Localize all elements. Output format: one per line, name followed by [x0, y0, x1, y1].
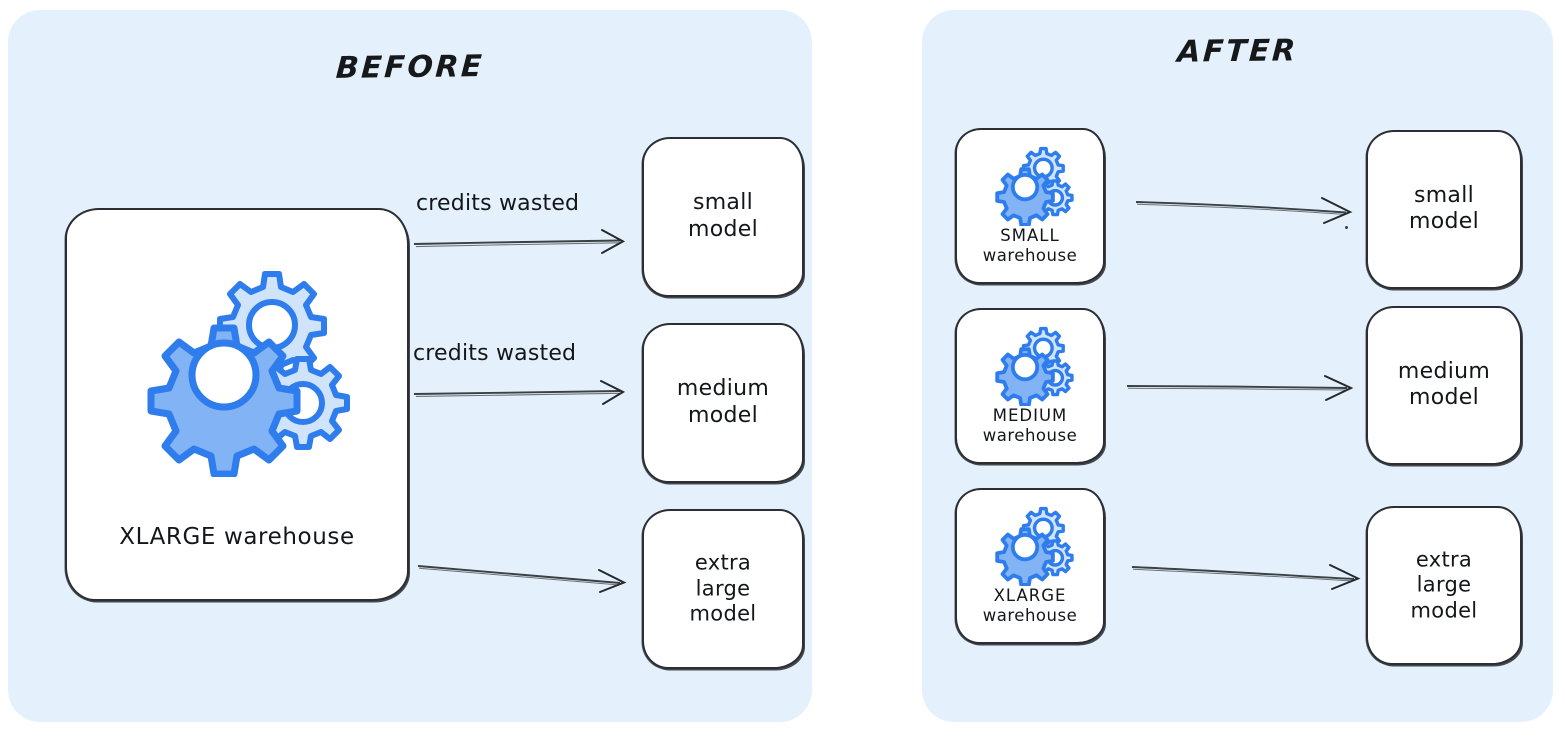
- model-box-extra-large-before-label: extra large model: [644, 551, 802, 628]
- model-label-line1: medium: [676, 376, 770, 402]
- panel-title-after: AFTER: [1176, 33, 1299, 70]
- model-box-small-after[interactable]: small model: [1366, 130, 1522, 289]
- warehouse-card-medium[interactable]: MEDIUM warehouse: [955, 308, 1105, 464]
- model-label-line2: model: [687, 217, 758, 242]
- warehouse-kind-label: warehouse: [982, 425, 1078, 445]
- arrow-label-credits-wasted-1: credits wasted: [416, 191, 580, 216]
- gears-icon: [957, 324, 1103, 406]
- gears-icon-svg: [147, 271, 350, 478]
- arrow-before-3: [417, 565, 627, 593]
- model-label-line1: medium: [1397, 358, 1491, 384]
- model-label-line1: small: [692, 190, 754, 216]
- warehouse-label-small: SMALL warehouse: [957, 226, 1103, 266]
- warehouse-label-xlarge: XLARGE warehouse: [119, 523, 355, 550]
- model-label-line1: extra: [694, 550, 752, 575]
- arrow-before-1: [413, 229, 626, 254]
- gears-icon: [957, 144, 1103, 226]
- warehouse-card-small[interactable]: SMALL warehouse: [955, 128, 1105, 284]
- gears-icon-svg: [995, 146, 1074, 226]
- warehouse-size-label: XLARGE: [993, 585, 1067, 605]
- warehouse-size-label: MEDIUM: [992, 405, 1068, 425]
- arrow-after-1: [1135, 197, 1353, 224]
- model-box-medium-before[interactable]: medium model: [642, 323, 804, 483]
- model-label-line1: small: [1413, 182, 1475, 208]
- warehouse-size-label: SMALL: [1000, 225, 1060, 245]
- warehouse-label-xlarge-after: XLARGE warehouse: [957, 586, 1103, 626]
- warehouse-card-xlarge[interactable]: XLARGE warehouse: [65, 208, 409, 601]
- arrow-before-2: [413, 380, 626, 405]
- gears-icon: [957, 504, 1103, 586]
- model-label-line2: large: [1416, 572, 1472, 597]
- panel-before: BEFORE XLARGE warehouse: [8, 10, 812, 722]
- model-box-small-before[interactable]: small model: [642, 137, 804, 297]
- model-label-line2: model: [1408, 385, 1479, 411]
- model-label-line2: model: [687, 403, 758, 428]
- model-label-line2: model: [1408, 209, 1479, 235]
- model-box-extra-large-after-label: extra large model: [1368, 547, 1520, 624]
- model-box-medium-before-label: medium model: [644, 376, 802, 430]
- gears-icon: [117, 262, 357, 481]
- model-label-line3: model: [1410, 598, 1478, 623]
- model-box-small-after-label: small model: [1368, 183, 1520, 237]
- arrow-after-3: [1131, 564, 1361, 590]
- gears-icon-svg: [995, 506, 1074, 586]
- warehouse-card-xlarge-after[interactable]: XLARGE warehouse: [955, 488, 1105, 644]
- arrow-label-credits-wasted-2: credits wasted: [413, 341, 577, 366]
- model-label-line1: extra: [1415, 547, 1473, 572]
- model-box-small-before-label: small model: [644, 190, 802, 244]
- model-box-extra-large-before[interactable]: extra large model: [642, 509, 804, 669]
- warehouse-kind-label: warehouse: [982, 605, 1078, 625]
- model-label-line3: model: [689, 601, 757, 626]
- warehouse-kind-label: warehouse: [982, 245, 1078, 265]
- arrow-after-2: [1126, 375, 1354, 401]
- model-box-medium-after-label: medium model: [1368, 359, 1520, 413]
- stray-dot-mark: [1345, 226, 1348, 229]
- model-box-extra-large-after[interactable]: extra large model: [1366, 506, 1522, 665]
- model-box-medium-after[interactable]: medium model: [1366, 306, 1522, 465]
- model-label-line2: large: [695, 576, 751, 601]
- panel-title-before: BEFORE: [334, 49, 486, 86]
- gears-icon-svg: [995, 326, 1074, 406]
- warehouse-label-medium: MEDIUM warehouse: [957, 406, 1103, 446]
